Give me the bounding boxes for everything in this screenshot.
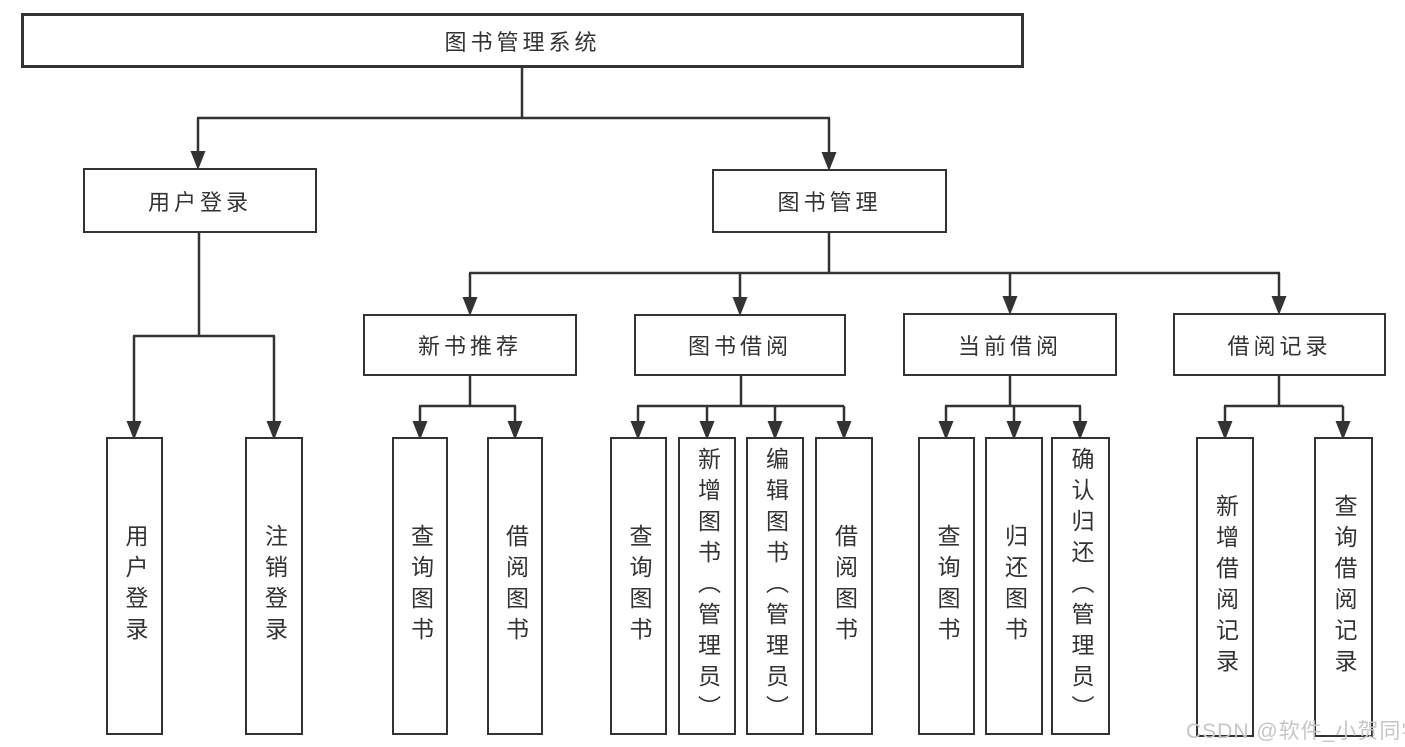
node-label: 借阅图书 — [831, 524, 858, 648]
node-label: 注销登录 — [261, 524, 288, 648]
node-label: 确认归还（管理员） — [1068, 446, 1094, 726]
node-label: 用户登录 — [122, 524, 148, 648]
node-label: 编辑图书（管理员） — [762, 446, 789, 726]
leaf-record-query-borrow-record: 查询借阅记录 — [1314, 437, 1373, 737]
leaf-newbook-borrow-book: 借阅图书 — [487, 437, 543, 735]
leaf-current-confirm-return-admin: 确认归还（管理员） — [1051, 437, 1110, 735]
node-label: 新书推荐 — [417, 334, 522, 359]
node-label: 查询图书 — [626, 524, 652, 648]
node-label: 图书管理 — [777, 190, 882, 215]
leaf-borrow-query-book: 查询图书 — [610, 437, 667, 735]
node-label: 用户登录 — [147, 189, 252, 215]
node-label: 查询借阅记录 — [1331, 494, 1357, 680]
leaf-record-add-borrow-record: 新增借阅记录 — [1196, 437, 1254, 737]
leaf-user-login: 用户登录 — [106, 437, 163, 735]
node-new-book-recommend: 新书推荐 — [363, 314, 577, 376]
node-label: 图书管理系统 — [444, 29, 601, 55]
node-root-library-system: 图书管理系统 — [21, 13, 1024, 68]
leaf-newbook-query-book: 查询图书 — [392, 437, 448, 735]
node-current-borrow: 当前借阅 — [903, 313, 1117, 376]
node-borrow-record: 借阅记录 — [1173, 313, 1386, 376]
leaf-borrow-borrow-book: 借阅图书 — [815, 437, 873, 735]
leaf-current-return-book: 归还图书 — [985, 437, 1043, 735]
leaf-logout-login: 注销登录 — [245, 437, 303, 735]
node-label: 当前借阅 — [957, 333, 1062, 359]
csdn-watermark: CSDN @软件_小贺同学 — [1186, 720, 1405, 743]
node-label: 查询图书 — [934, 524, 960, 648]
node-label: 图书借阅 — [687, 334, 792, 359]
leaf-current-query-book: 查询图书 — [918, 437, 975, 735]
node-book-management: 图书管理 — [712, 169, 947, 233]
node-book-borrow: 图书借阅 — [634, 314, 846, 376]
leaf-borrow-edit-book-admin: 编辑图书（管理员） — [746, 437, 804, 735]
node-user-login: 用户登录 — [83, 168, 317, 233]
node-label: 借阅图书 — [502, 524, 529, 648]
node-label: 新增借阅记录 — [1212, 494, 1239, 680]
node-label: 查询图书 — [407, 524, 434, 648]
leaf-borrow-add-book-admin: 新增图书（管理员） — [678, 437, 736, 735]
node-label: 新增图书（管理员） — [694, 446, 721, 726]
node-label: 归还图书 — [1001, 524, 1028, 648]
node-label: 借阅记录 — [1227, 333, 1332, 359]
